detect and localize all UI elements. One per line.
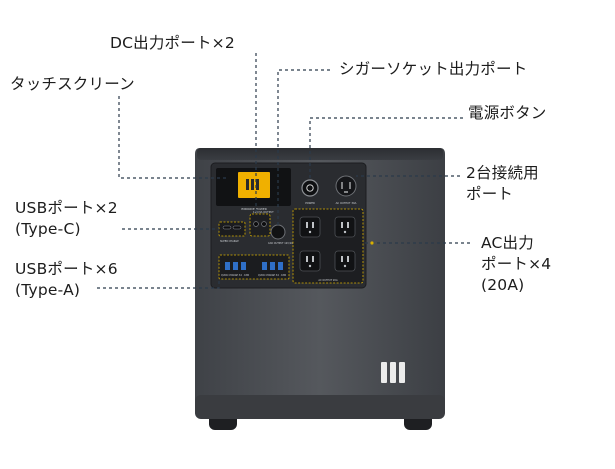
usb-c-port-1 (222, 225, 232, 230)
label-power: 電源ボタン (468, 103, 547, 124)
usb-c-port-2 (232, 225, 242, 230)
cigar-socket (270, 224, 286, 240)
label-dc-ports-text: DC出力ポート×2 (110, 34, 235, 52)
callout-power (309, 117, 463, 180)
dc-port-1 (253, 221, 259, 227)
label-usb-c-line-2: (Type-C) (15, 220, 81, 238)
label-cigar-text: シガーソケット出力ポート (339, 60, 528, 78)
label-parallel-line-1: 2台接続用 (466, 164, 539, 182)
power-caption: POWER (305, 201, 315, 205)
usb-a-port-6 (278, 262, 283, 270)
ac-outlet-3 (299, 250, 321, 272)
callout-usb-a (97, 279, 220, 289)
label-usb-a-line-1: USBポート×6 (15, 260, 118, 278)
usb-a-port-1 (225, 262, 230, 270)
logo-icon (246, 179, 259, 190)
label-usb-c-line-1: USBポート×2 (15, 199, 118, 217)
callout-cigar (277, 69, 330, 226)
label-cigar: シガーソケット出力ポート (339, 59, 527, 80)
label-usb-a: USBポート×6 (Type-A) (15, 259, 118, 301)
parallel-port (335, 175, 357, 197)
ac-outlet-4 (334, 250, 356, 272)
parallel-port-icon (341, 182, 351, 193)
dc-port-area (249, 213, 271, 237)
bottom-band (195, 395, 445, 419)
top-rim (197, 148, 443, 160)
usb-c-caption: SUPER CHARGE (220, 240, 239, 243)
label-ac-line-1: AC出力 (481, 234, 534, 252)
usb-a-ports (225, 262, 283, 270)
label-ac-line-3: (20A) (481, 276, 525, 294)
cigar-caption: CAR OUTPUT 12V/10A (268, 242, 295, 245)
callout-lines (97, 53, 470, 289)
ac-outlets (299, 216, 356, 272)
usb-a-group (218, 254, 290, 280)
usb-a-port-5 (270, 262, 275, 270)
usb-a-port-2 (233, 262, 238, 270)
dc-port-2 (261, 221, 267, 227)
label-parallel-line-2: ポート (466, 185, 514, 203)
screen-caption: IMPANDE POWER (241, 207, 267, 211)
ac-20a-caption: AC OUTPUT 20A (318, 279, 338, 282)
usb-a-caption-2: QUICK CHARGE 3.0 · 18W (258, 274, 287, 277)
usb-a-caption-1: QUICK CHARGE 3.0 · 18W (221, 274, 250, 277)
dc-port-caption: 12V/3A OUTPUT (253, 210, 274, 214)
label-parallel: 2台接続用 ポート (466, 163, 539, 205)
usb-c-group (218, 221, 246, 237)
power-button (301, 179, 319, 197)
label-ac-line-2: ポート×4 (481, 255, 552, 273)
brand-logo-icon (381, 362, 405, 383)
usb-a-port-3 (241, 262, 246, 270)
label-touchscreen: タッチスクリーン (10, 74, 135, 95)
label-power-text: 電源ボタン (468, 104, 547, 122)
label-dc-ports: DC出力ポート×2 (110, 33, 235, 54)
ac-outlet-1 (299, 216, 321, 238)
callout-end-ac (370, 241, 374, 245)
label-usb-c: USBポート×2 (Type-C) (15, 198, 118, 240)
ac-outlet-2 (334, 216, 356, 238)
label-touchscreen-text: タッチスクリーン (10, 75, 135, 93)
power-icon (306, 184, 314, 192)
label-usb-a-line-2: (Type-A) (15, 281, 81, 299)
usb-a-port-4 (262, 262, 267, 270)
label-ac: AC出力 ポート×4 (20A) (481, 233, 551, 296)
ac-30a-caption: AC OUTPUT 30A (336, 201, 357, 205)
